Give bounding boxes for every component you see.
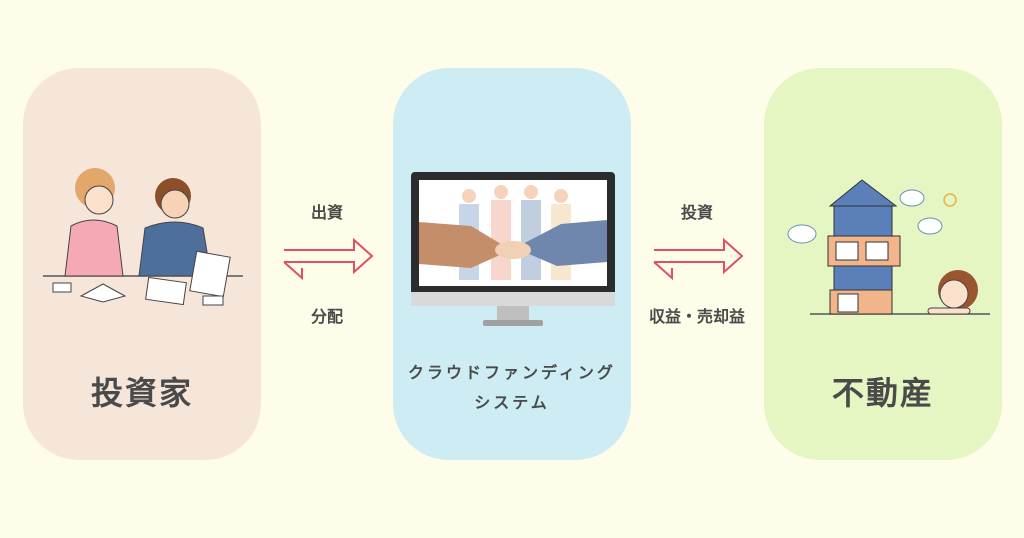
investment-label: 出資 xyxy=(310,203,343,222)
investors-illustration xyxy=(43,168,243,306)
bidirectional-arrow-icon xyxy=(653,237,744,280)
bidirectional-arrow-icon xyxy=(283,237,374,280)
distribution-label: 分配 xyxy=(310,307,343,326)
investor-label: 投資家 xyxy=(90,374,193,412)
invest-label: 投資 xyxy=(680,203,713,222)
crowdfunding-system-label-line1: クラウドファンディング xyxy=(408,363,616,382)
real-estate-illustration xyxy=(787,179,990,315)
monitor-handshake-illustration xyxy=(411,172,615,326)
real-estate-label: 不動産 xyxy=(831,374,934,412)
returns-label: 収益・売却益 xyxy=(648,307,745,326)
real-estate-panel: 不動産 xyxy=(764,68,1002,460)
crowdfunding-system-label-line2: システム xyxy=(474,393,550,412)
crowdfunding-system-panel: クラウドファンディング システム xyxy=(393,68,631,460)
crowdfunding-system-label: クラウドファンディング システム xyxy=(393,358,631,418)
investor-panel: 投資家 xyxy=(23,68,261,460)
